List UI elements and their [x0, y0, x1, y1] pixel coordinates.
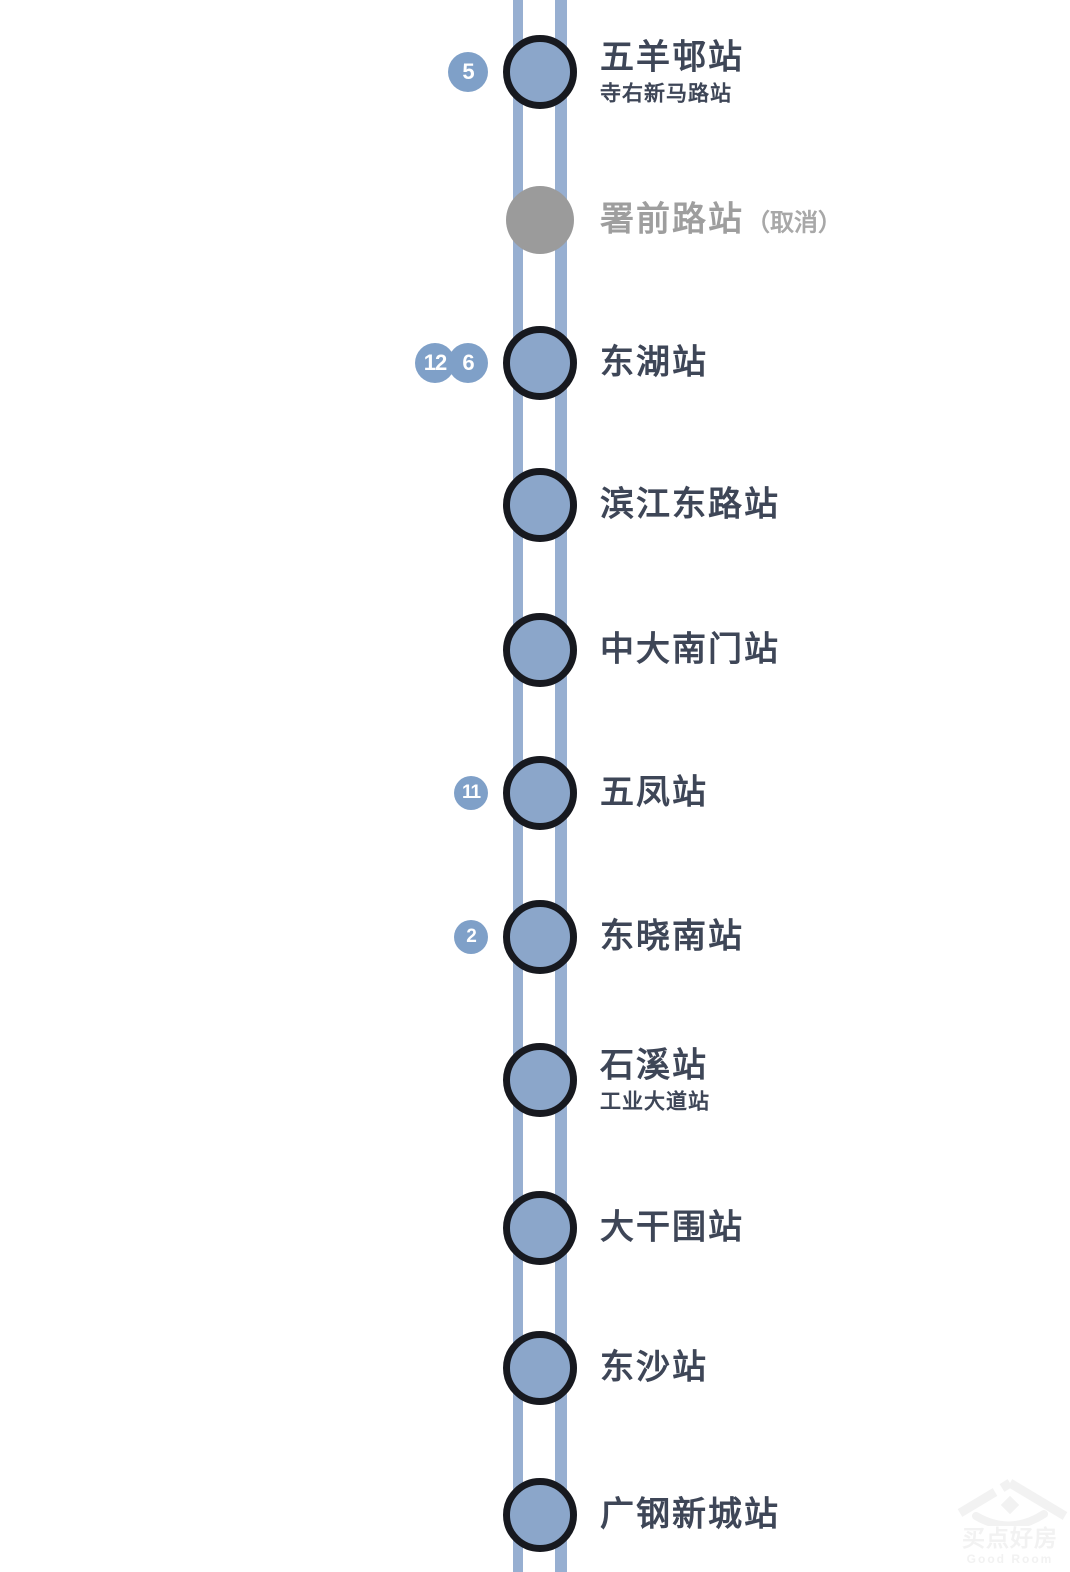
station-marker	[503, 756, 577, 830]
cancelled-note: （取消）	[746, 209, 842, 237]
station-marker	[503, 1043, 577, 1117]
line-badges: 5	[448, 52, 488, 92]
station-labels: 石溪站 工业大道站	[600, 1046, 710, 1113]
station-name-line: 滨江东路站	[600, 485, 780, 524]
station-labels: 大干围站	[600, 1208, 744, 1247]
station-marker	[503, 1191, 577, 1265]
station-name-line: 东沙站	[600, 1348, 708, 1387]
watermark: 买点好房 Good Room	[944, 1478, 1070, 1565]
station-marker	[503, 468, 577, 542]
line-badges: 2	[454, 920, 488, 954]
line-badge: 6	[448, 343, 488, 383]
station-marker	[503, 613, 577, 687]
house-logo-icon	[957, 1479, 1068, 1526]
line-badge: 11	[454, 776, 488, 810]
station-marker	[503, 35, 577, 109]
station-name-line: 五凤站	[600, 773, 708, 812]
station-name: 东晓南站	[600, 917, 744, 956]
station-name: 广钢新城站	[600, 1495, 780, 1534]
station-labels: 五羊邨站 寺右新马路站	[600, 38, 744, 105]
station-marker	[503, 900, 577, 974]
station-name: 五羊邨站	[600, 38, 744, 77]
station-subtitle: 工业大道站	[600, 1090, 710, 1114]
station-labels: 中大南门站	[600, 630, 780, 669]
line-badges: 11	[454, 776, 488, 810]
station-labels: 东湖站	[600, 343, 708, 382]
station-name-line: 东晓南站	[600, 917, 744, 956]
station-name: 中大南门站	[600, 630, 780, 669]
station-name-line: 石溪站	[600, 1046, 710, 1085]
station-name: 东湖站	[600, 343, 708, 382]
station-marker	[506, 186, 574, 254]
station-labels: 广钢新城站	[600, 1495, 780, 1534]
station-labels: 东晓南站	[600, 917, 744, 956]
station-labels: 署前路站 （取消）	[600, 200, 842, 239]
line-badge: 5	[448, 52, 488, 92]
station-name: 五凤站	[600, 773, 708, 812]
station-labels: 东沙站	[600, 1348, 708, 1387]
station-name-line: 大干围站	[600, 1208, 744, 1247]
line-badge: 2	[454, 920, 488, 954]
watermark-brand-cn: 买点好房	[962, 1525, 1058, 1551]
watermark-brand-en: Good Room	[966, 1552, 1054, 1566]
station-name: 东沙站	[600, 1348, 708, 1387]
station-name-line: 署前路站 （取消）	[600, 200, 842, 239]
station-name-line: 广钢新城站	[600, 1495, 780, 1534]
station-marker	[503, 1478, 577, 1552]
station-name: 滨江东路站	[600, 485, 780, 524]
station-labels: 五凤站	[600, 773, 708, 812]
station-marker	[503, 326, 577, 400]
station-name-line: 五羊邨站	[600, 38, 744, 77]
station-subtitle: 寺右新马路站	[600, 82, 732, 106]
station-name: 大干围站	[600, 1208, 744, 1247]
station-name-line: 中大南门站	[600, 630, 780, 669]
station-name: 石溪站	[600, 1046, 708, 1085]
station-labels: 滨江东路站	[600, 485, 780, 524]
station-marker	[503, 1331, 577, 1405]
station-name: 署前路站	[600, 200, 744, 239]
station-name-line: 东湖站	[600, 343, 708, 382]
